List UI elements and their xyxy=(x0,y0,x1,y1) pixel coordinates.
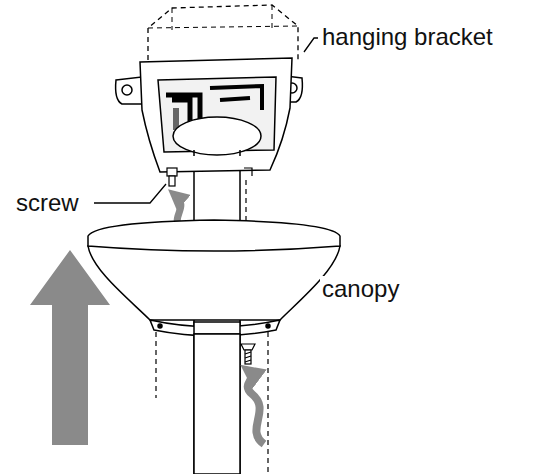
part-label: hanging bracket xyxy=(320,24,495,50)
outlet-box-edge xyxy=(148,5,298,30)
lift-arrow xyxy=(30,250,110,445)
screw-arrow xyxy=(248,372,264,444)
leader-line xyxy=(304,38,318,52)
part-label: screw xyxy=(14,190,81,216)
leader-line xyxy=(94,184,166,203)
canopy-screw xyxy=(241,344,255,364)
hanger-ball xyxy=(173,117,261,155)
hanging-bracket xyxy=(116,58,303,172)
canopy xyxy=(88,220,340,336)
part-label: canopy xyxy=(320,276,401,302)
bracket-screw xyxy=(167,168,177,186)
outlet-box xyxy=(148,5,298,60)
